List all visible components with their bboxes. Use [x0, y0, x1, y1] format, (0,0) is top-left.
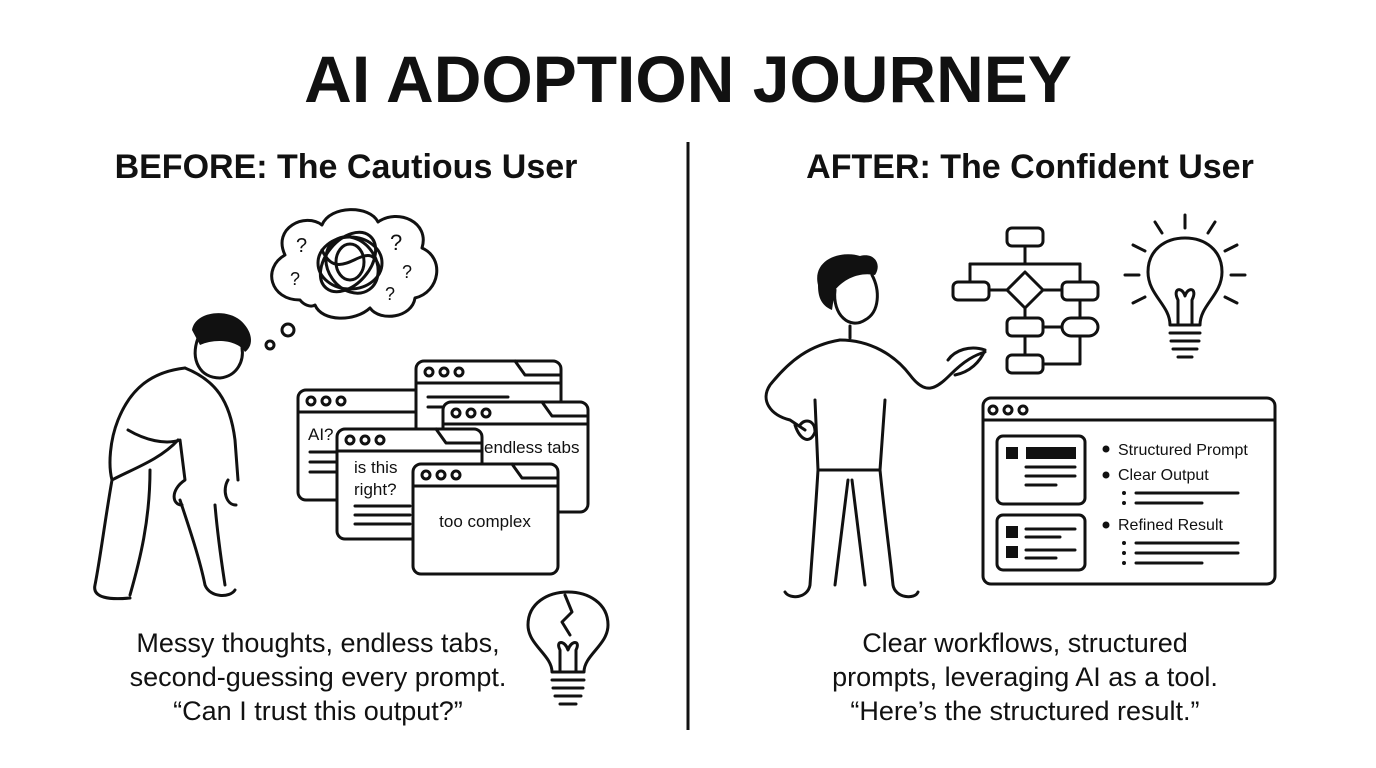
cautious-person-illustration — [93, 313, 252, 601]
question-mark: ? — [385, 284, 395, 304]
after-heading: AFTER: The Confident User — [806, 148, 1254, 186]
before-caption-line: second-guessing every prompt. — [130, 662, 507, 692]
thought-cloud-icon: ? ? ? ? ? — [264, 208, 439, 351]
window-text-right: right? — [354, 480, 397, 499]
before-caption-quote: “Can I trust this output?” — [173, 696, 463, 726]
list-item-refined-result: Refined Result — [1118, 517, 1224, 534]
question-mark: ? — [296, 235, 307, 257]
lightbulb-icon — [1123, 213, 1247, 359]
window-text-ai: AI? — [308, 425, 334, 444]
question-mark: ? — [290, 269, 300, 289]
before-caption-line: Messy thoughts, endless tabs, — [136, 628, 499, 658]
structured-result-window: Structured Prompt Clear Output Refined R… — [981, 396, 1277, 586]
after-caption-line: Clear workflows, structured — [862, 628, 1188, 658]
question-mark: ? — [402, 262, 412, 282]
window-text-endless-tabs: endless tabs — [484, 438, 579, 457]
list-item-clear-output: Clear Output — [1118, 467, 1209, 484]
window-text-is-this: is this — [354, 458, 397, 477]
after-caption-line: prompts, leveraging AI as a tool. — [832, 662, 1218, 692]
broken-lightbulb-icon — [526, 590, 610, 706]
light-rays — [1123, 213, 1247, 305]
before-heading: BEFORE: The Cautious User — [115, 148, 578, 186]
browser-window: too complex — [411, 462, 560, 576]
page-title: AI ADOPTION JOURNEY — [304, 42, 1072, 116]
list-item-structured-prompt: Structured Prompt — [1118, 442, 1248, 459]
question-mark: ? — [390, 230, 402, 255]
flowchart-icon — [951, 226, 1100, 375]
confident-person-illustration — [764, 254, 987, 599]
after-caption-quote: “Here’s the structured result.” — [850, 696, 1199, 726]
window-text-too-complex: too complex — [439, 512, 531, 531]
